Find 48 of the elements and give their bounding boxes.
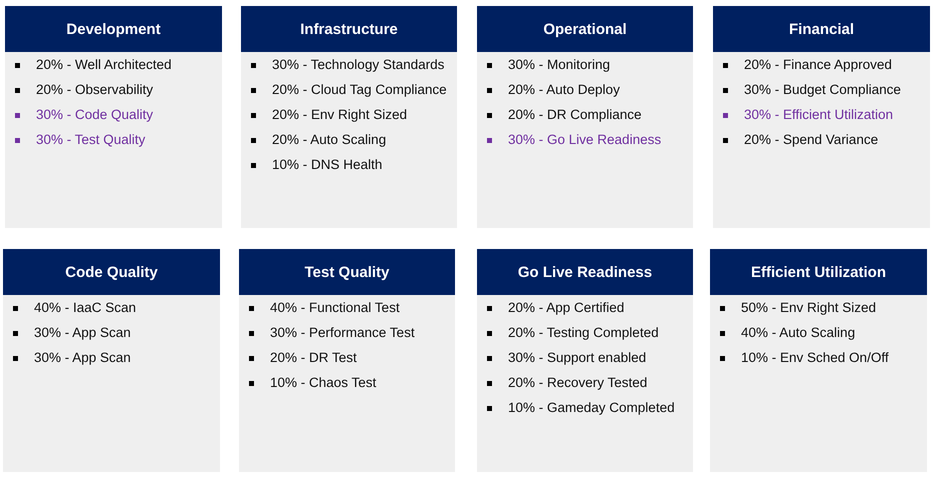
weighted-criterion: 20% - Finance Approved [744, 56, 892, 74]
weighted-criterion: 20% - Auto Deploy [508, 81, 620, 99]
weighted-criterion: 40% - Functional Test [270, 299, 400, 317]
card-header: Test Quality [239, 249, 455, 295]
weighted-criterion: 30% - Go Live Readiness [508, 131, 662, 149]
category-card [477, 6, 693, 228]
weighted-criterion: 30% - Technology Standards [272, 56, 444, 74]
weighted-criterion: 30% - Efficient Utilization [744, 106, 894, 124]
weighted-criterion: 30% - Code Quality [36, 106, 154, 124]
category-card [5, 6, 222, 228]
card-header: Infrastructure [241, 6, 457, 52]
weighted-criterion: 20% - DR Compliance [508, 106, 642, 124]
weighted-criterion: 20% - DR Test [270, 349, 357, 367]
category-card [710, 249, 927, 472]
weighted-criterion: 30% - Support enabled [508, 349, 646, 367]
weighted-criterion: 20% - Recovery Tested [508, 374, 648, 392]
card-header: Financial [713, 6, 930, 52]
weighted-criterion: 30% - Monitoring [508, 56, 610, 74]
weighted-criterion: 40% - IaaC Scan [34, 299, 136, 317]
card-header: Development [5, 6, 222, 52]
weighted-criterion: 20% - App Certified [508, 299, 624, 317]
weighted-criterion: 30% - Test Quality [36, 131, 146, 149]
category-card [713, 6, 930, 228]
category-card [477, 249, 693, 472]
weighted-criterion: 20% - Env Right Sized [272, 106, 408, 124]
weighted-criterion: 20% - Observability [36, 81, 154, 99]
card-header: Go Live Readiness [477, 249, 693, 295]
category-card [241, 6, 457, 228]
card-header: Code Quality [3, 249, 220, 295]
weighted-criterion: 10% - Chaos Test [270, 374, 376, 392]
weighted-criterion: 20% - Spend Variance [744, 131, 878, 149]
weighted-criterion: 10% - Gameday Completed [508, 399, 675, 417]
weighted-criterion: 30% - Budget Compliance [744, 81, 901, 99]
weighted-criterion: 20% - Well Architected [36, 56, 172, 74]
weighted-criterion: 20% - Cloud Tag Compliance [272, 81, 447, 99]
weighted-criterion: 30% - App Scan [34, 324, 131, 342]
weighted-criterion: 10% - Env Sched On/Off [741, 349, 889, 367]
weighted-criterion: 20% - Testing Completed [508, 324, 659, 342]
category-card [239, 249, 455, 472]
weighted-criterion: 10% - DNS Health [272, 156, 382, 174]
weighted-criterion: 50% - Env Right Sized [741, 299, 876, 317]
category-card [3, 249, 220, 472]
weighted-criterion: 20% - Auto Scaling [272, 131, 386, 149]
weighted-criterion: 30% - App Scan [34, 349, 131, 367]
weighted-criterion: 40% - Auto Scaling [741, 324, 856, 342]
card-header: Operational [477, 6, 693, 52]
card-header: Efficient Utilization [710, 249, 927, 295]
weighted-criterion: 30% - Performance Test [270, 324, 415, 342]
